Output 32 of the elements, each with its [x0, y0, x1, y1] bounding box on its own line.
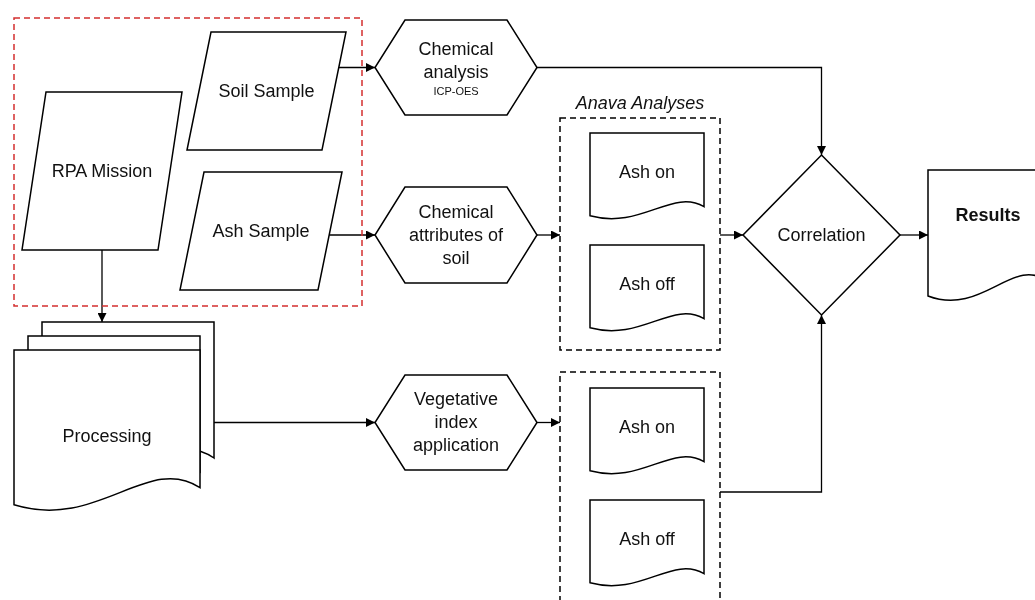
node-label: Ash Sample [212, 219, 310, 243]
group-title: Anava Analyses [574, 92, 706, 115]
arrow [536, 66, 826, 156]
dashed-group-frame [14, 18, 362, 306]
input-parallelogram [187, 32, 346, 150]
input-parallelogram [22, 92, 182, 250]
node-label: Ash on [618, 160, 675, 184]
node-label: Vegetative index application [411, 388, 501, 457]
node-label: Correlation [777, 223, 866, 247]
dashed-group-frame [560, 372, 720, 600]
arrow [97, 249, 107, 323]
process-hexagon [375, 187, 537, 283]
arrow [899, 230, 929, 240]
node-label: Chemical analysis [417, 37, 495, 84]
node-label: Ash on [618, 415, 675, 439]
node-label: RPA Mission [51, 159, 153, 183]
process-hexagon [375, 20, 537, 115]
node-label: Soil Sample [218, 79, 315, 103]
input-parallelogram [180, 172, 342, 290]
method-note: ICP-OES [433, 83, 479, 98]
arrow [719, 314, 826, 493]
node-label: Chemical attributes of soil [407, 200, 505, 270]
arrow [719, 230, 744, 240]
node-label: Results [955, 203, 1021, 227]
arrow [536, 230, 561, 240]
node-label: Ash off [619, 527, 675, 551]
node-label: Ash off [619, 272, 675, 296]
node-label: Processing [62, 424, 152, 448]
arrow [536, 418, 561, 427]
decision-diamond [743, 155, 900, 315]
process-hexagon [375, 375, 537, 470]
arrow [338, 63, 376, 72]
